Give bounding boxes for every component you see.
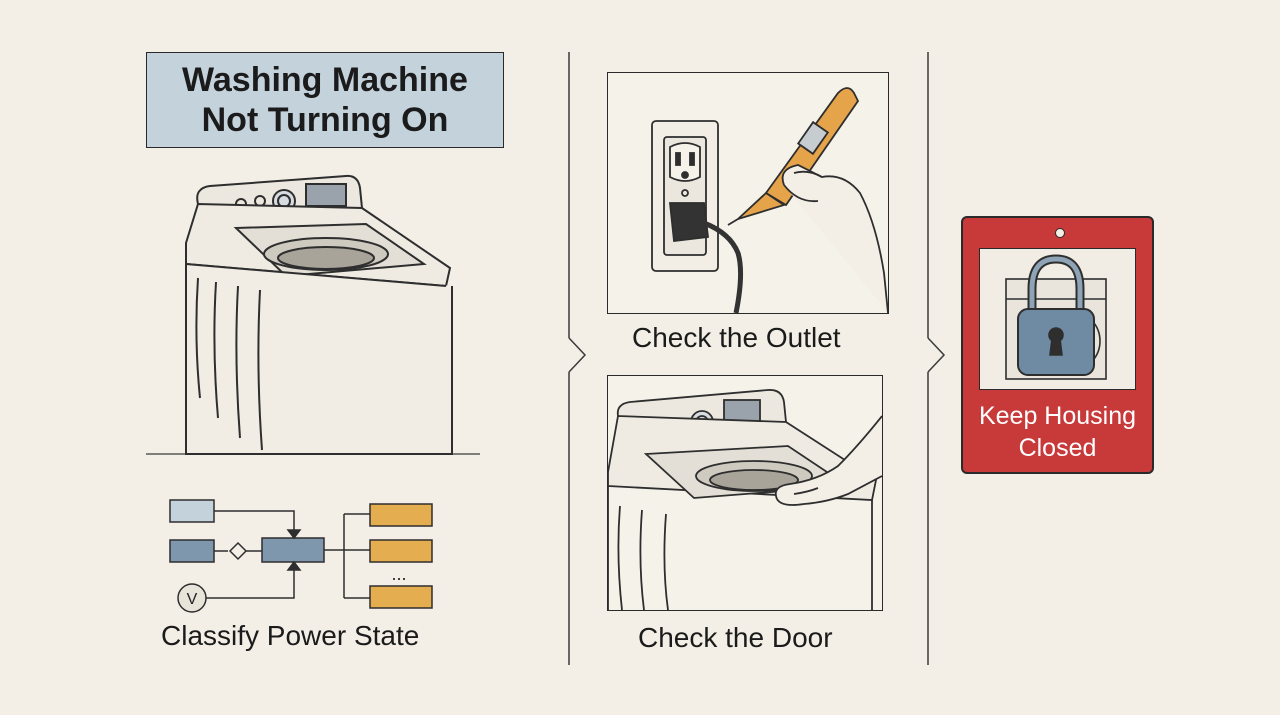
meter-symbol: V	[187, 591, 198, 608]
warning-sign: Keep Housing Closed	[961, 216, 1154, 474]
door-illustration	[608, 389, 882, 610]
door-panel	[607, 375, 883, 611]
hand-icon	[774, 415, 882, 506]
sign-text-line-2: Closed	[1018, 434, 1097, 462]
door-caption: Check the Door	[638, 622, 833, 653]
sign-image-panel	[979, 248, 1136, 390]
washing-machine-icon	[185, 174, 453, 455]
padlock-icon	[1005, 254, 1107, 380]
hand-icon	[781, 164, 888, 313]
flowchart-icon: V ...	[169, 499, 433, 613]
title-line-1: Washing Machine	[182, 61, 468, 99]
classify-caption: Classify Power State	[161, 620, 420, 651]
title-line-2: Not Turning On	[201, 101, 449, 139]
outlet-caption: Check the Outlet	[632, 322, 841, 353]
outlet-illustration	[651, 87, 888, 313]
flowchart-ellipsis: ...	[391, 564, 406, 584]
outlet-panel	[607, 72, 889, 314]
sign-hole	[1055, 228, 1065, 238]
sign-text-line-1: Keep Housing	[978, 402, 1137, 430]
title-box: Washing Machine Not Turning On	[146, 52, 504, 148]
